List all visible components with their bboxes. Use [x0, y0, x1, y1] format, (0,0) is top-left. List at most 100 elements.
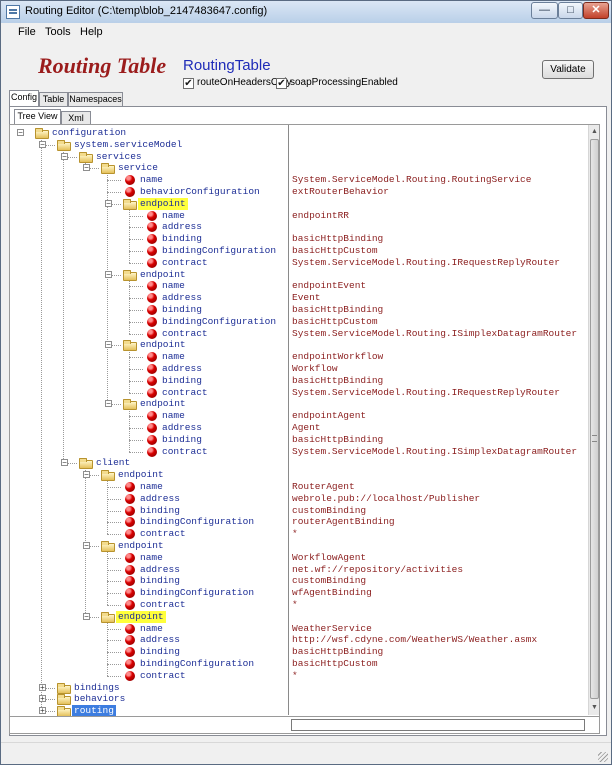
- tree-node-endpoint[interactable]: −endpoint: [10, 339, 585, 352]
- tree-node-value[interactable]: System.ServiceModel.Routing.ISimplexData…: [292, 327, 578, 339]
- menu-help[interactable]: Help: [80, 26, 103, 38]
- menu-tools[interactable]: Tools: [45, 26, 71, 38]
- collapse-icon[interactable]: −: [61, 151, 68, 161]
- tree-node-value[interactable]: basicHttpBinding: [292, 646, 384, 658]
- tree-node-value[interactable]: routerAgentBinding: [292, 516, 395, 528]
- expand-icon[interactable]: +: [39, 682, 46, 692]
- tree-node-endpoint[interactable]: −endpoint: [10, 469, 585, 482]
- vertical-scrollbar[interactable]: ▲ ▼: [588, 125, 599, 715]
- tree-node-endpoint[interactable]: −endpoint: [10, 269, 585, 281]
- scroll-down-icon[interactable]: ▼: [591, 704, 598, 711]
- expand-icon[interactable]: +: [39, 706, 46, 716]
- tree-node-value[interactable]: System.ServiceModel.Routing.RoutingServi…: [292, 174, 532, 186]
- collapse-icon[interactable]: −: [83, 541, 90, 550]
- tree-node-value[interactable]: WorkflowAgent: [292, 551, 367, 563]
- tree-node-value[interactable]: extRouterBehavior: [292, 186, 389, 197]
- tree-node-value[interactable]: webrole.pub://localhost/Publisher: [292, 492, 481, 504]
- tree-node-value[interactable]: Workflow: [292, 363, 338, 374]
- tree-node-value[interactable]: net.wf://repository/activities: [292, 563, 464, 575]
- tree-node-value[interactable]: *: [292, 669, 298, 681]
- tree-node-configuration[interactable]: −configuration: [10, 127, 585, 139]
- tree-node-value[interactable]: System.ServiceModel.Routing.ISimplexData…: [292, 445, 578, 457]
- tab-table[interactable]: Table: [39, 92, 68, 106]
- tree-node-behaviors[interactable]: +behaviors: [10, 693, 585, 706]
- tree-node-value[interactable]: customBinding: [292, 575, 367, 587]
- tree-node-services[interactable]: −services: [10, 151, 585, 163]
- validate-button[interactable]: Validate: [542, 60, 594, 79]
- collapse-icon[interactable]: −: [105, 340, 112, 350]
- tree-node-endpoint[interactable]: −endpoint: [10, 540, 585, 552]
- collapse-icon[interactable]: −: [83, 611, 90, 621]
- collapse-icon[interactable]: −: [105, 399, 112, 409]
- column-splitter[interactable]: [288, 125, 289, 715]
- soap-processing-checkbox[interactable]: ✔: [276, 78, 287, 89]
- value-edit-input[interactable]: [291, 719, 585, 731]
- collapse-icon[interactable]: −: [105, 269, 112, 279]
- expand-icon[interactable]: +: [39, 694, 46, 704]
- tree-node-system.serviceModel[interactable]: −system.serviceModel: [10, 139, 585, 151]
- menu-file[interactable]: File: [18, 26, 36, 38]
- tree-attr-contract[interactable]: contract*: [10, 528, 585, 540]
- tree-node-bindings[interactable]: +bindings: [10, 682, 585, 694]
- collapse-icon[interactable]: −: [105, 198, 112, 208]
- tree-node-endpoint[interactable]: −endpoint: [10, 197, 585, 210]
- tree-node-value[interactable]: customBinding: [292, 504, 367, 516]
- tree-node-value[interactable]: basicHttpBinding: [292, 433, 384, 445]
- tab-namespaces[interactable]: Namespaces: [68, 92, 123, 106]
- scroll-up-icon[interactable]: ▲: [591, 128, 598, 135]
- tree-node-value[interactable]: basicHttpBinding: [292, 374, 384, 386]
- tree-node-value[interactable]: basicHttpCustom: [292, 245, 378, 256]
- tab-config[interactable]: Config: [9, 90, 39, 107]
- tree-node-value[interactable]: endpointAgent: [292, 410, 367, 422]
- tree-node-value[interactable]: http://wsf.cdyne.com/WeatherWS/Weather.a…: [292, 634, 538, 646]
- tree-node-value[interactable]: endpointWorkflow: [292, 351, 384, 363]
- tree-node-value[interactable]: endpointRR: [292, 209, 350, 221]
- maximize-button[interactable]: □: [558, 2, 583, 19]
- tree-node-value[interactable]: basicHttpCustom: [292, 315, 378, 327]
- tree-node-endpoint[interactable]: −endpoint: [10, 398, 585, 411]
- tab-tree-view[interactable]: Tree View: [14, 109, 61, 125]
- collapse-icon[interactable]: −: [83, 470, 90, 480]
- tree-node-value[interactable]: endpointEvent: [292, 280, 367, 292]
- tree-node-client[interactable]: −client: [10, 457, 585, 470]
- collapse-icon[interactable]: −: [61, 458, 68, 468]
- minimize-button[interactable]: —: [531, 2, 558, 19]
- tree-node-value[interactable]: wfAgentBinding: [292, 587, 372, 599]
- collapse-icon[interactable]: −: [17, 128, 24, 137]
- tree-node-value[interactable]: System.ServiceModel.Routing.IRequestRepl…: [292, 386, 560, 398]
- collapse-icon[interactable]: −: [83, 163, 90, 173]
- tree-node-value[interactable]: *: [292, 599, 298, 610]
- tree-node-service[interactable]: −service: [10, 162, 585, 175]
- tree-attr-address[interactable]: address: [10, 221, 585, 233]
- title-bar[interactable]: Routing Editor (C:\temp\blob_2147483647.…: [1, 1, 611, 24]
- tree-node-value[interactable]: Agent: [292, 422, 321, 433]
- tree-node-value[interactable]: Event: [292, 292, 321, 304]
- tree-node-value[interactable]: *: [292, 528, 298, 540]
